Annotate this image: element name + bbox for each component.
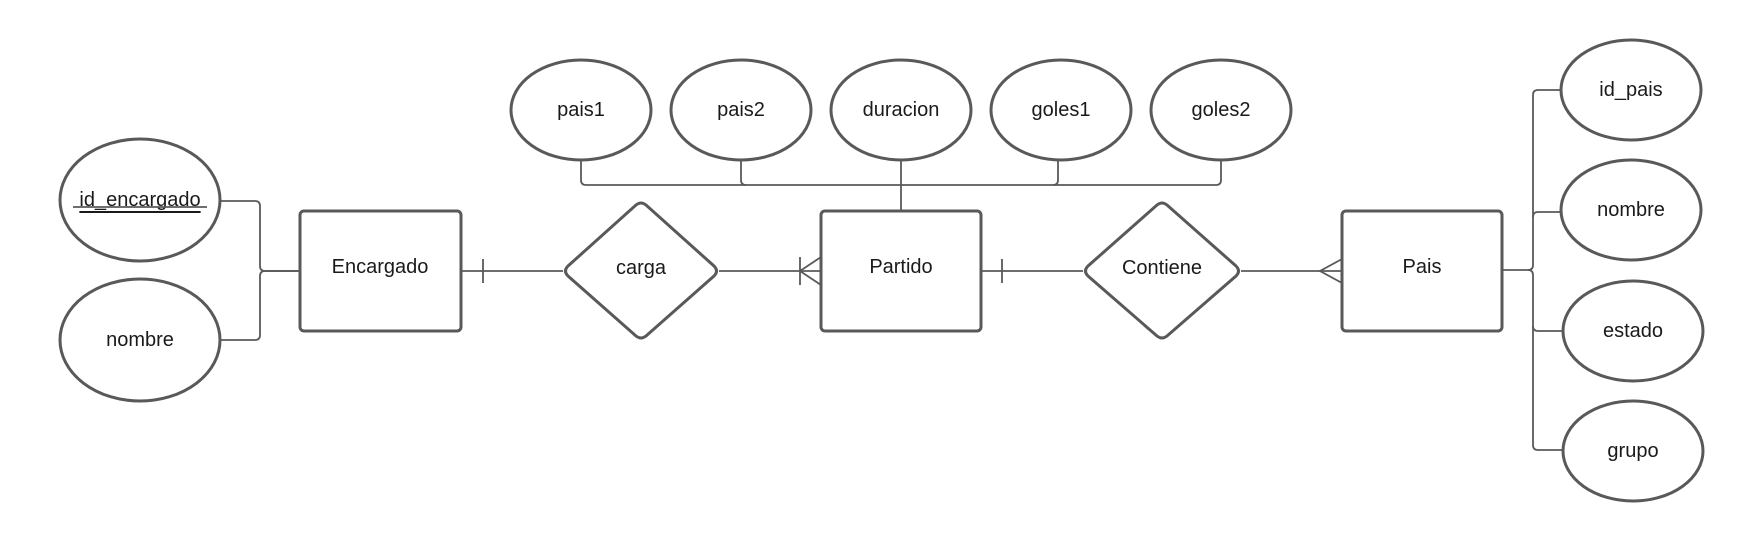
connector-goles1 bbox=[1052, 160, 1059, 186]
attribute-duracion: duracion bbox=[829, 58, 973, 162]
attribute-duracion-label: duracion bbox=[863, 99, 940, 121]
entity-encargado: Encargado bbox=[298, 209, 463, 333]
attribute-estado: estado bbox=[1561, 279, 1705, 383]
attribute-goles2: goles2 bbox=[1149, 58, 1293, 162]
cardinality-many-partido bbox=[798, 256, 822, 286]
entity-partido: Partido bbox=[819, 209, 983, 333]
connector-goles2 bbox=[901, 160, 1222, 186]
relationship-carga-label: carga bbox=[616, 257, 667, 279]
attribute-encargado-nombre: nombre bbox=[58, 277, 222, 403]
connector-id-pais bbox=[1502, 89, 1560, 271]
attribute-id-encargado: id_encargado bbox=[58, 137, 222, 263]
attribute-id-pais: id_pais bbox=[1559, 38, 1703, 142]
connector-id-encargado bbox=[221, 200, 300, 272]
attribute-pais2-label: pais2 bbox=[717, 99, 765, 121]
attribute-estado-label: estado bbox=[1603, 320, 1663, 342]
attribute-grupo-label: grupo bbox=[1607, 440, 1658, 462]
entity-pais-label: Pais bbox=[1403, 256, 1442, 278]
attribute-grupo: grupo bbox=[1561, 399, 1705, 503]
relationship-contiene: Contiene bbox=[1084, 201, 1240, 340]
attribute-pais1-label: pais1 bbox=[557, 99, 605, 121]
connector-pais1 bbox=[580, 160, 901, 186]
attribute-pais1: pais1 bbox=[509, 58, 653, 162]
entity-partido-label: Partido bbox=[869, 256, 932, 278]
entity-pais: Pais bbox=[1340, 209, 1504, 333]
attribute-goles2-label: goles2 bbox=[1192, 99, 1251, 121]
connector-encargado-nombre bbox=[221, 270, 300, 341]
cardinality-many-pais bbox=[1318, 258, 1343, 284]
relationship-contiene-label: Contiene bbox=[1122, 257, 1202, 279]
attribute-encargado-nombre-label: nombre bbox=[106, 329, 174, 351]
connector-pais-nombre bbox=[1532, 211, 1560, 218]
attribute-goles1-label: goles1 bbox=[1032, 99, 1091, 121]
attribute-id-encargado-label: id_encargado bbox=[79, 189, 200, 211]
attribute-pais-nombre-label: nombre bbox=[1597, 199, 1665, 221]
connector-grupo bbox=[1532, 326, 1563, 451]
attribute-pais2: pais2 bbox=[669, 58, 813, 162]
attribute-pais-nombre: nombre bbox=[1559, 158, 1703, 262]
relationship-carga: carga bbox=[564, 201, 718, 340]
attribute-goles1: goles1 bbox=[989, 58, 1133, 162]
connector-estado bbox=[1527, 269, 1562, 332]
entity-encargado-label: Encargado bbox=[332, 256, 429, 278]
attribute-id-pais-label: id_pais bbox=[1599, 79, 1662, 101]
connector-pais2 bbox=[740, 160, 747, 186]
